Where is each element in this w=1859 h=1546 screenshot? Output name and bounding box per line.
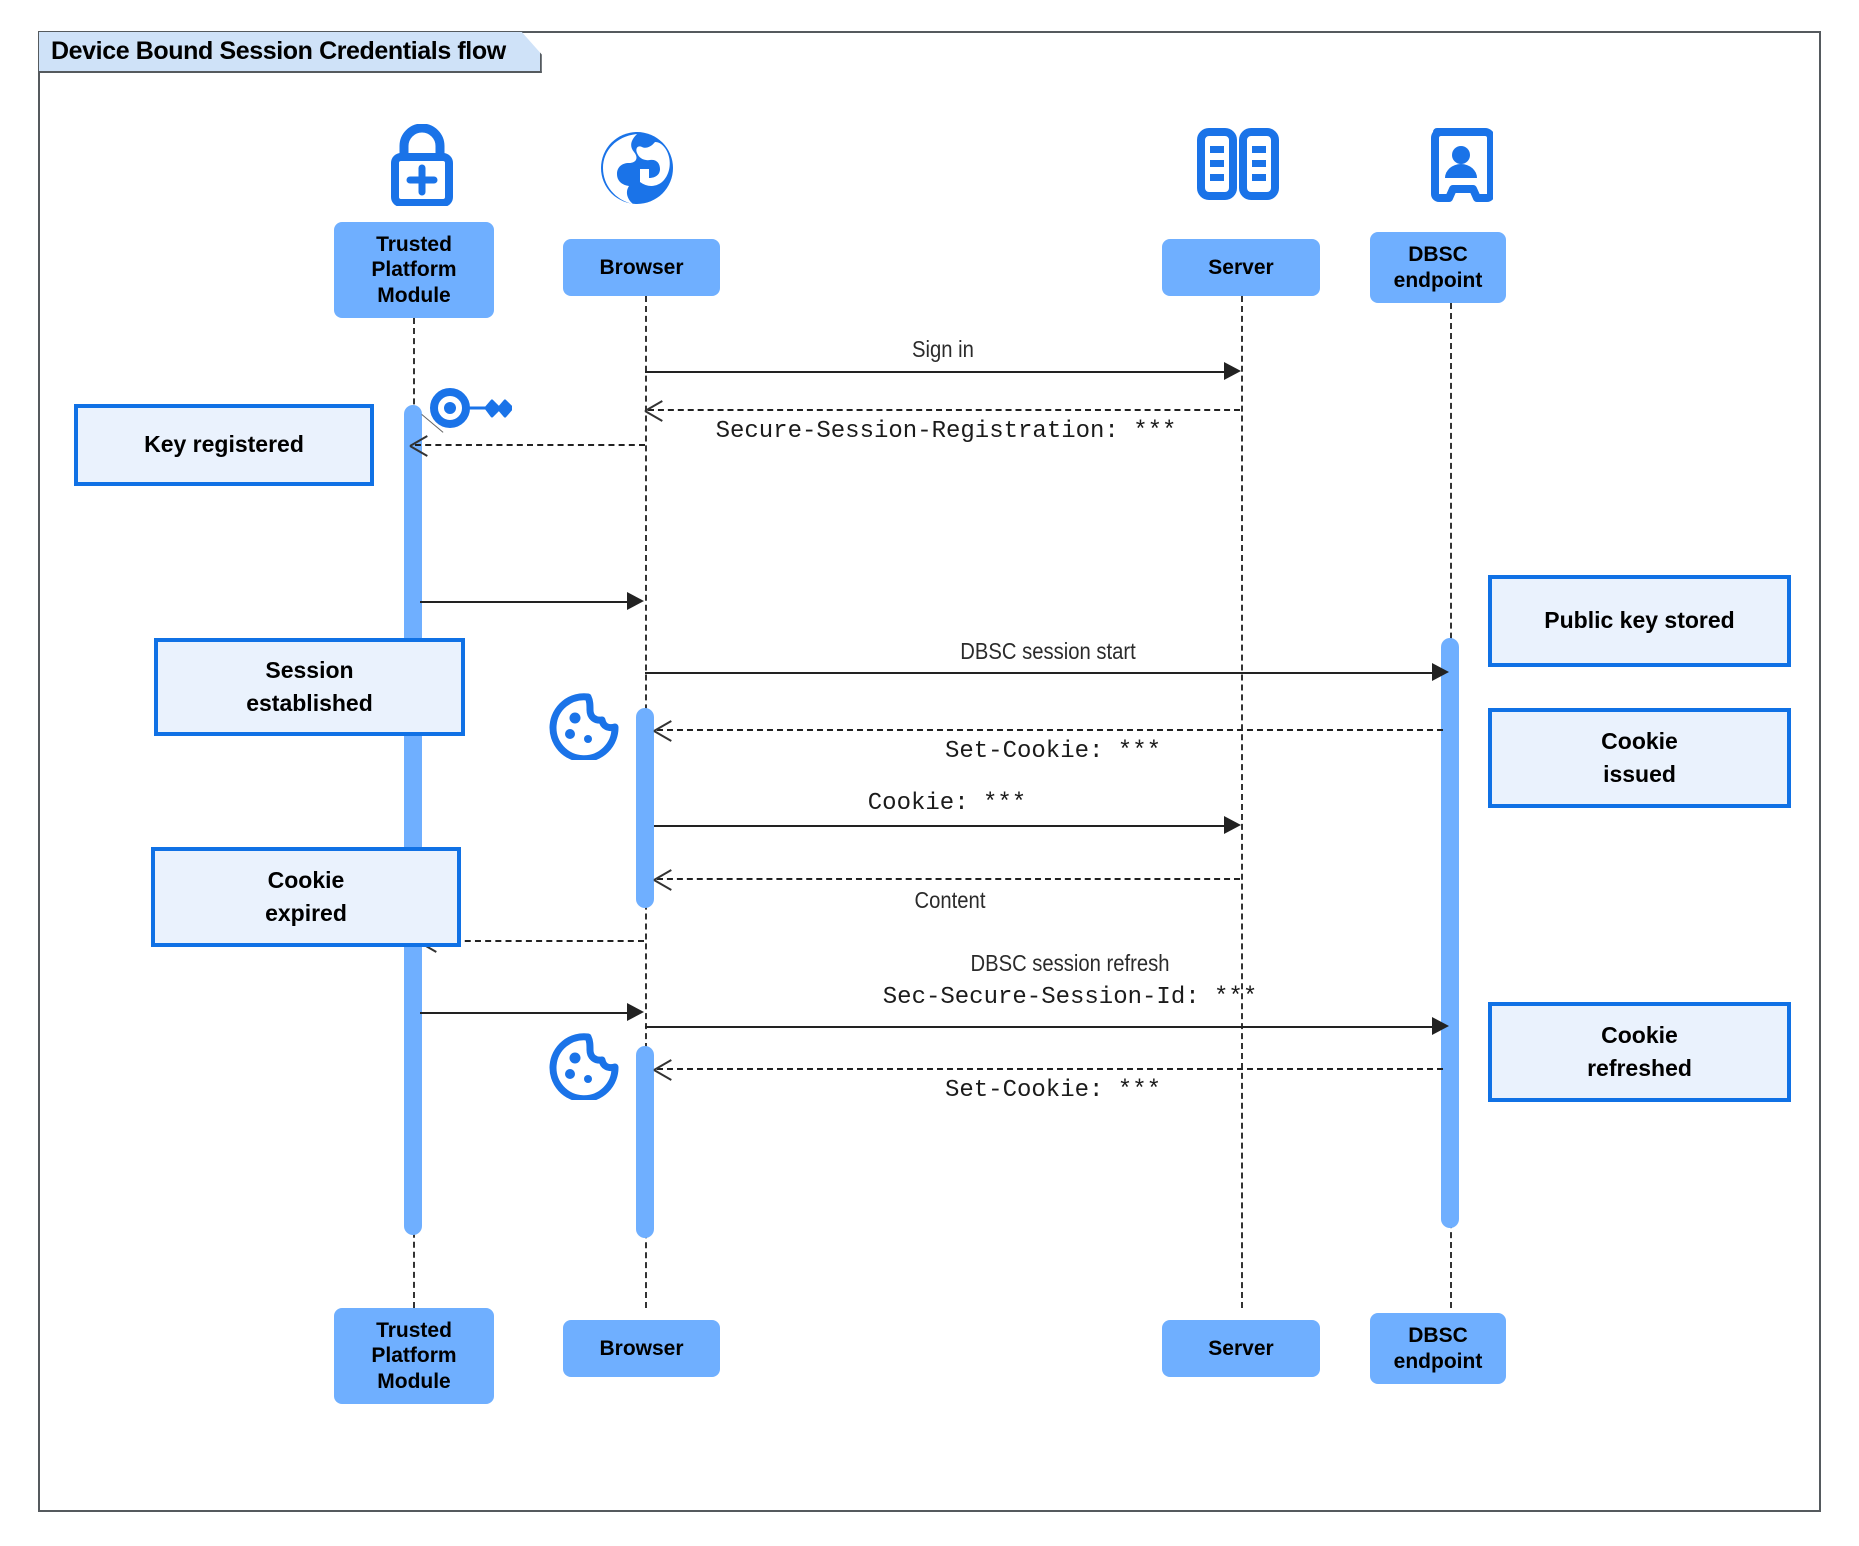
note-public-key-stored: Public key stored	[1488, 575, 1791, 667]
arrowhead-cookie	[1224, 816, 1241, 834]
message-label-sign-in: Sign in	[912, 336, 974, 362]
message-line-set-cookie-2	[657, 1068, 1443, 1070]
activation-tpm	[404, 405, 422, 1235]
arrowhead-secure-session-registration	[645, 400, 663, 420]
participant-browser-top[interactable]: Browser	[563, 239, 720, 296]
arrowhead-dbsc-session-start	[1432, 663, 1449, 681]
message-label-set-cookie-1: Set-Cookie: ***	[944, 738, 1162, 765]
lock-plus-icon	[374, 124, 470, 206]
note-key-registered: Key registered	[74, 404, 374, 486]
participant-browser-bottom-label: Browser	[599, 1336, 684, 1360]
participant-server-top[interactable]: Server	[1162, 239, 1320, 296]
message-line-content	[657, 878, 1240, 880]
activation-browser-2	[636, 1046, 654, 1238]
note-public-key-stored-text: Public key stored	[1544, 607, 1735, 634]
message-line-registration-to-tpm	[415, 444, 645, 446]
id-badge-icon	[1429, 128, 1493, 202]
note-key-registered-text: Key registered	[144, 431, 304, 458]
message-line-tpm-to-browser	[420, 601, 640, 603]
participant-server-bottom[interactable]: Server	[1162, 1320, 1320, 1377]
arrowhead-content	[654, 869, 672, 889]
arrowhead-sign-in	[1224, 362, 1241, 380]
message-line-set-cookie-1	[657, 729, 1443, 731]
key-icon	[428, 382, 512, 434]
cookie-icon	[548, 692, 620, 760]
message-line-secure-session-registration	[648, 409, 1240, 411]
participant-browser-bottom[interactable]: Browser	[563, 1320, 720, 1377]
arrowhead-set-cookie-2	[654, 1059, 672, 1079]
participant-browser-top-label: Browser	[599, 255, 684, 279]
message-line-dbsc-session-start	[645, 672, 1441, 674]
arrowhead-refresh-tpm-browser	[627, 1003, 644, 1021]
message-label-content: Content	[914, 887, 986, 913]
message-line-refresh-browser-dbsc	[645, 1026, 1441, 1028]
participant-server-bottom-label: Server	[1208, 1336, 1274, 1360]
arrowhead-tpm-to-browser	[627, 592, 644, 610]
arrowhead-registration-to-tpm	[410, 435, 428, 455]
cookie-icon-2	[548, 1032, 620, 1100]
message-line-sign-in	[645, 371, 1231, 373]
globe-icon	[597, 128, 677, 208]
frame-title-banner: Device Bound Session Credentials flow	[39, 32, 542, 73]
activation-dbsc	[1441, 638, 1459, 1228]
message-line-browser-to-tpm	[424, 940, 644, 942]
frame-title-text: Device Bound Session Credentials flow	[51, 37, 506, 65]
message-label-dbsc-session-refresh: DBSC session refresh	[970, 950, 1170, 976]
message-label-set-cookie-2: Set-Cookie: ***	[944, 1077, 1162, 1104]
message-label-secure-session-registration: Secure-Session-Registration: ***	[715, 418, 1177, 445]
message-line-refresh-tpm-browser	[420, 1012, 640, 1014]
message-label-sec-secure-session-id: Sec-Secure-Session-Id: ***	[882, 984, 1258, 1011]
message-label-dbsc-session-start: DBSC session start	[960, 638, 1136, 664]
activation-browser-1	[636, 708, 654, 908]
message-line-cookie	[654, 825, 1231, 827]
arrowhead-refresh-browser-dbsc	[1432, 1017, 1449, 1035]
message-label-cookie: Cookie: ***	[867, 790, 1027, 817]
participant-server-top-label: Server	[1208, 255, 1274, 279]
server-rack-icon	[1196, 128, 1280, 200]
lifeline-server	[1241, 296, 1243, 1308]
arrowhead-set-cookie-1	[654, 720, 672, 740]
